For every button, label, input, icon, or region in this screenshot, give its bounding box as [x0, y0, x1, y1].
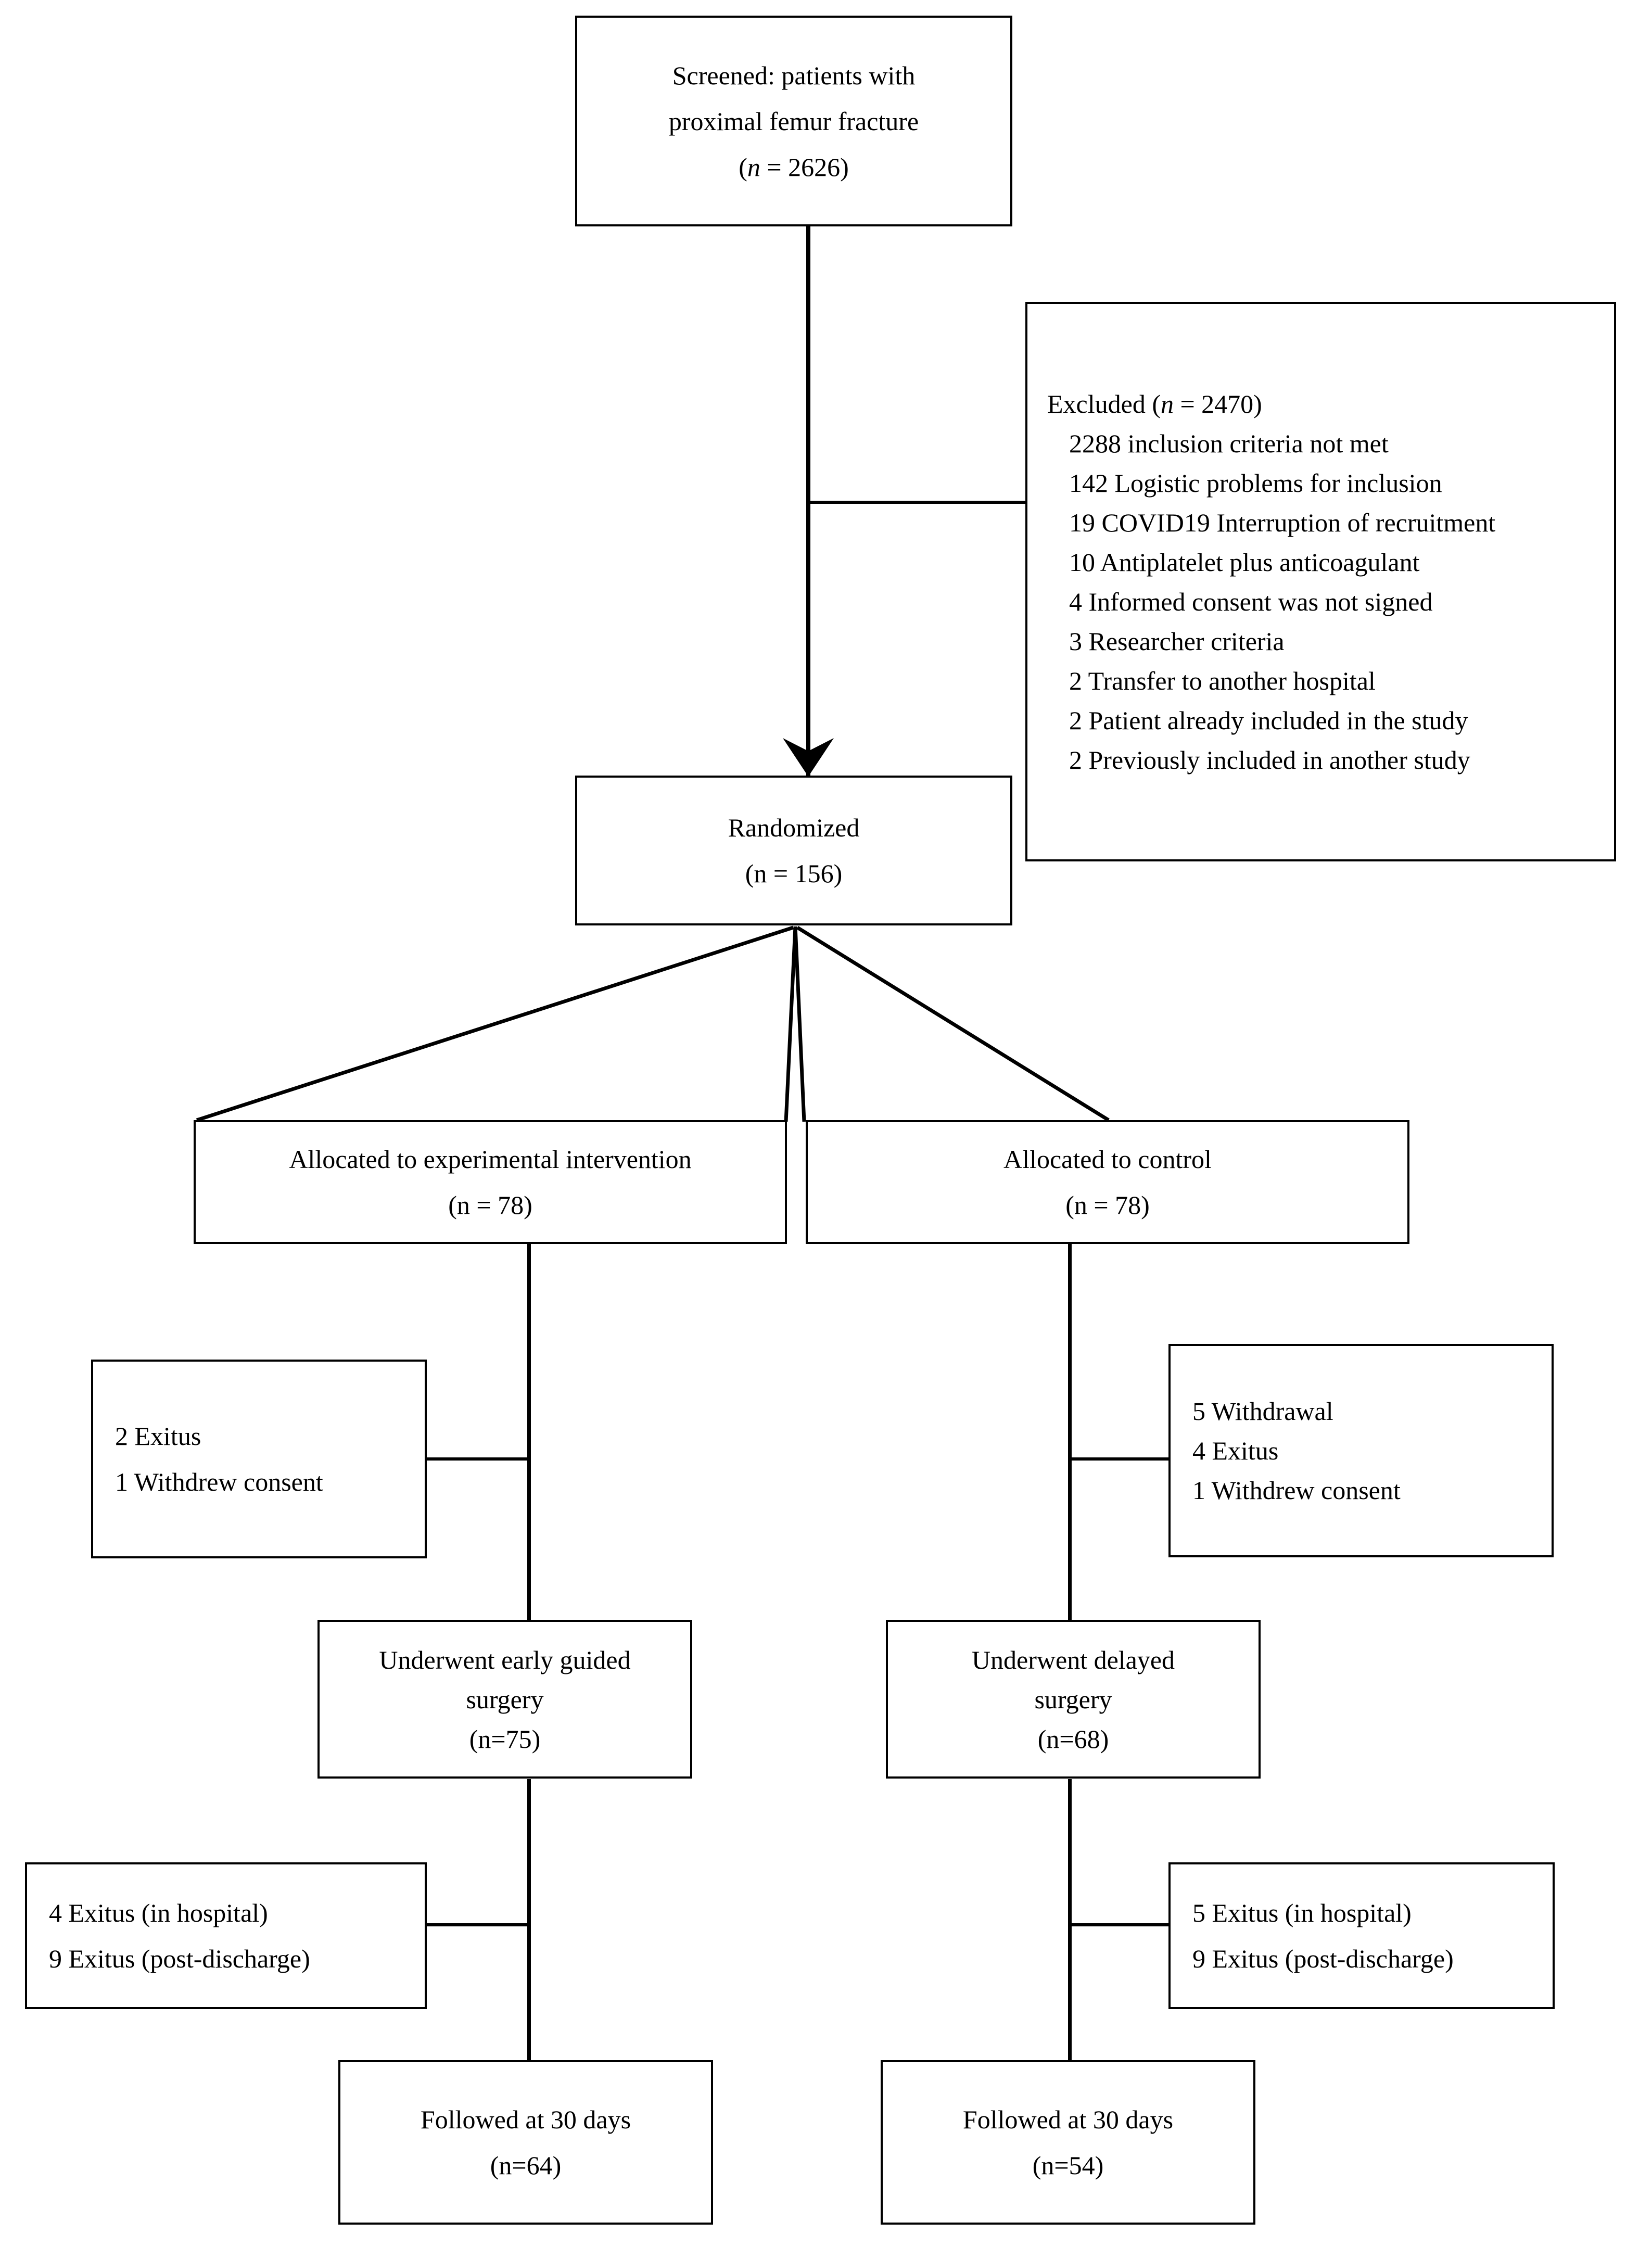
loss-item: 9 Exitus (post-discharge) — [1192, 1944, 1454, 1973]
box-surgery-control: Underwent delayed surgery (n=68) — [886, 1620, 1261, 1779]
followed-experimental-label: Followed at 30 days — [420, 2105, 631, 2134]
excluded-reason: 4 Informed consent was not signed — [1069, 587, 1433, 616]
box-followed-control: Followed at 30 days (n=54) — [881, 2060, 1255, 2225]
excluded-reason: 2 Patient already included in the study — [1069, 705, 1468, 735]
excluded-reason: 2 Transfer to another hospital — [1069, 666, 1376, 695]
loss-item: 5 Withdrawal — [1192, 1397, 1333, 1426]
excluded-reason: 10 Antiplatelet plus anticoagulant — [1069, 547, 1420, 577]
allocated-experimental-label: Allocated to experimental intervention — [289, 1145, 692, 1174]
box-losses-control-pre: 5 Withdrawal 4 Exitus 1 Withdrew consent — [1168, 1344, 1554, 1557]
connector-experimental-losses-post — [427, 1923, 529, 1926]
loss-item: 2 Exitus — [115, 1421, 201, 1451]
connector-control-alloc-to-surgery — [1068, 1243, 1072, 1644]
box-screened: Screened: patients with proximal femur f… — [575, 16, 1012, 226]
excluded-reason: 2288 inclusion criteria not met — [1069, 428, 1389, 458]
excluded-heading: Excluded (n = 2470) — [1047, 389, 1262, 418]
surgery-experimental-line-2: surgery — [466, 1684, 544, 1714]
connector-to-excluded-box — [806, 501, 1027, 504]
connector-experimental-surgery-to-followed — [527, 1779, 531, 2060]
excluded-reason: 142 Logistic problems for inclusion — [1069, 468, 1442, 498]
excluded-reason: 2 Previously included in another study — [1069, 745, 1470, 775]
connector-control-surgery-to-followed — [1068, 1779, 1072, 2060]
allocated-experimental-sample-size: (n = 78) — [448, 1190, 532, 1220]
connector-experimental-alloc-to-surgery — [527, 1243, 531, 1644]
connector-control-losses-pre — [1068, 1457, 1168, 1461]
surgery-experimental-line-1: Underwent early guided — [379, 1645, 631, 1674]
box-losses-experimental-post: 4 Exitus (in hospital) 9 Exitus (post-di… — [25, 1862, 427, 2009]
excluded-reason: 3 Researcher criteria — [1069, 626, 1285, 656]
screened-line-1: Screened: patients with — [672, 60, 916, 90]
box-losses-experimental-pre: 2 Exitus 1 Withdrew consent — [91, 1360, 427, 1558]
loss-item: 1 Withdrew consent — [115, 1467, 323, 1496]
screened-sample-size: (n = 2626) — [739, 152, 849, 182]
box-randomized: Randomized (n = 156) — [575, 776, 1012, 925]
connector-experimental-losses-pre — [427, 1457, 529, 1461]
box-allocated-control: Allocated to control (n = 78) — [806, 1120, 1409, 1244]
box-surgery-experimental: Underwent early guided surgery (n=75) — [317, 1620, 692, 1779]
surgery-experimental-sample-size: (n=75) — [469, 1724, 541, 1754]
randomized-label: Randomized — [728, 813, 860, 842]
allocated-control-sample-size: (n = 78) — [1065, 1190, 1150, 1220]
box-allocated-experimental: Allocated to experimental intervention (… — [194, 1120, 787, 1244]
loss-item: 1 Withdrew consent — [1192, 1476, 1401, 1505]
loss-item: 5 Exitus (in hospital) — [1192, 1898, 1412, 1927]
screened-line-2: proximal femur fracture — [668, 106, 919, 136]
followed-control-label: Followed at 30 days — [962, 2105, 1174, 2134]
loss-item: 9 Exitus (post-discharge) — [49, 1944, 310, 1973]
randomized-sample-size: (n = 156) — [745, 859, 843, 888]
followed-control-sample-size: (n=54) — [1032, 2151, 1104, 2180]
surgery-control-line-2: surgery — [1034, 1684, 1112, 1714]
box-losses-control-post: 5 Exitus (in hospital) 9 Exitus (post-di… — [1168, 1862, 1555, 2009]
excluded-reason: 19 COVID19 Interruption of recruitment — [1069, 507, 1496, 537]
surgery-control-line-1: Underwent delayed — [971, 1645, 1175, 1674]
connector-control-losses-post — [1068, 1923, 1168, 1926]
allocated-control-label: Allocated to control — [1003, 1145, 1212, 1174]
box-followed-experimental: Followed at 30 days (n=64) — [338, 2060, 713, 2225]
surgery-control-sample-size: (n=68) — [1037, 1724, 1109, 1754]
box-excluded: Excluded (n = 2470) 2288 inclusion crite… — [1025, 302, 1616, 861]
loss-item: 4 Exitus — [1192, 1436, 1279, 1465]
followed-experimental-sample-size: (n=64) — [490, 2151, 562, 2180]
loss-item: 4 Exitus (in hospital) — [49, 1898, 268, 1927]
